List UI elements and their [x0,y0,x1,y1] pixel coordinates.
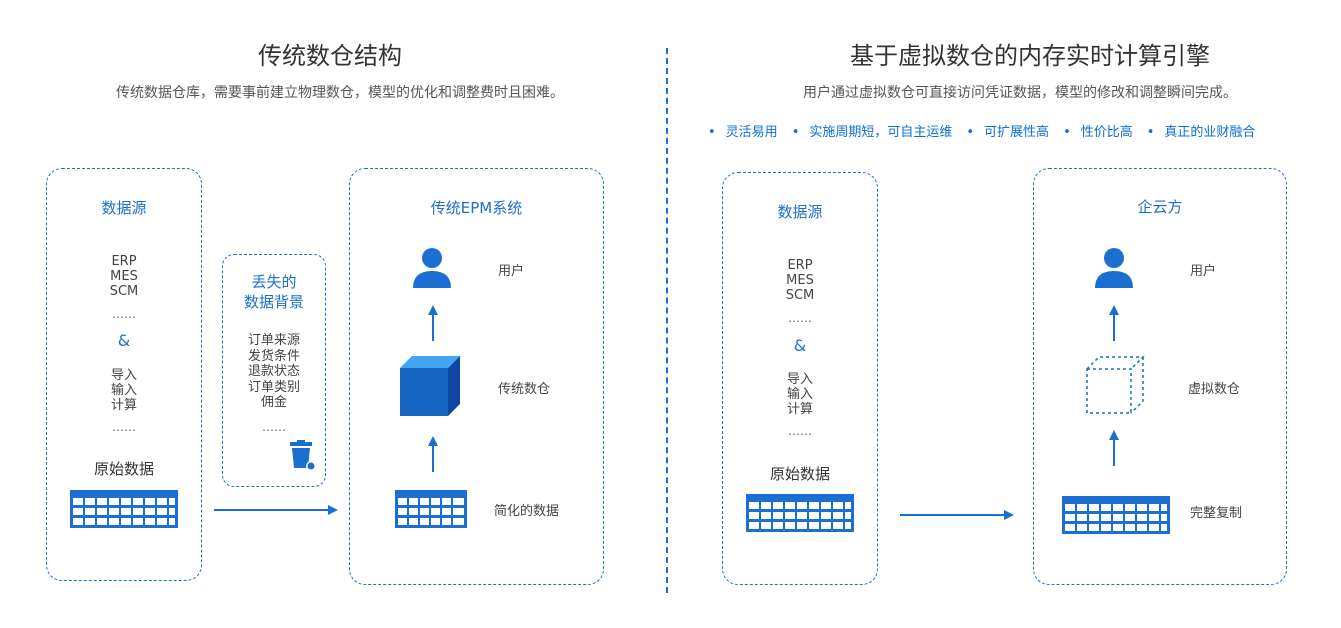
feature-item: •灵活易用 [708,125,778,140]
left-source-box [46,168,202,581]
lost-item: 佣金 [260,395,287,410]
system-item: SCM [109,284,139,299]
lost-item: 订单类别 [247,379,300,395]
ellipsis: …… [788,311,812,325]
arrow-up-icon [428,305,438,341]
epm-box [349,168,604,585]
lost-item: 发货条件 [247,348,300,364]
raw-data-label: 原始数据 [93,460,154,478]
trash-bin-icon [290,440,316,471]
system-item: ERP [111,254,137,269]
left-source-ops: 导入 输入 计算 [46,368,202,413]
op-item: 输入 [786,387,813,402]
op-item: 计算 [786,402,813,417]
feature-list: •灵活易用 •实施周期短，可自主运维 •可扩展性高 •性价比高 •真正的业财融合 [708,121,1255,140]
lost-item: 订单来源 [247,333,300,348]
right-source-ops: 导入 输入 计算 [722,372,878,417]
arrow-up-icon [1109,430,1119,466]
arrow-right-icon [900,510,1014,520]
grid-table-icon [70,490,178,528]
right-source-systems: ERP MES SCM [722,258,878,303]
ellipsis: …… [112,420,136,434]
feature-item: •可扩展性高 [966,125,1050,140]
lost-data-box [222,254,326,487]
section-divider [666,48,668,593]
cloud-title: 企云方 [1137,198,1183,216]
warehouse-label: 传统数仓 [498,382,551,397]
right-subtitle: 用户通过虚拟数仓可直接访问凭证数据，模型的修改和调整瞬间完成。 [803,85,1237,101]
op-item: 输入 [110,383,137,398]
grid-table-icon [746,494,854,532]
op-item: 计算 [110,398,137,413]
epm-title: 传统EPM系统 [430,199,523,217]
left-source-systems: ERP MES SCM [46,254,202,299]
user-label: 用户 [1190,264,1217,279]
system-item: MES [110,269,138,284]
right-title: 基于虚拟数仓的内存实时计算引擎 [850,42,1210,70]
op-item: 导入 [110,368,137,383]
lost-data-items: 订单来源 发货条件 退款状态 订单类别 佣金 [222,333,326,411]
feature-item: •实施周期短，可自主运维 [791,125,953,140]
full-copy-label: 完整复制 [1190,506,1243,521]
grid-table-icon [395,490,467,528]
feature-item: •真正的业财融合 [1146,125,1256,140]
dashed-cube-icon [1086,356,1145,414]
user-icon [413,248,451,288]
system-item: ERP [787,258,813,273]
ellipsis: …… [788,424,812,438]
lost-item: 退款状态 [247,364,300,379]
right-source-box [722,172,878,585]
system-item: SCM [785,288,815,303]
ellipsis: …… [262,420,286,434]
simplified-data-label: 简化的数据 [494,504,560,519]
ampersand: & [793,336,807,355]
lost-data-title: 丢失的 数据背景 [243,273,304,311]
cube-icon [400,356,460,416]
arrow-up-icon [1109,305,1119,341]
cloud-box [1033,168,1287,585]
ellipsis: …… [112,307,136,321]
op-item: 导入 [786,372,813,387]
arrow-up-icon [428,436,438,472]
left-source-title: 数据源 [101,199,147,217]
left-title: 传统数仓结构 [258,42,402,70]
grid-table-icon [1062,496,1170,534]
right-source-title: 数据源 [777,203,823,221]
virtual-warehouse-label: 虚拟数仓 [1188,382,1241,397]
ampersand: & [117,331,131,350]
user-label: 用户 [498,264,525,279]
feature-item: •性价比高 [1063,125,1133,140]
raw-data-label: 原始数据 [769,465,830,483]
left-subtitle: 传统数据仓库，需要事前建立物理数仓，模型的优化和调整费时且困难。 [116,85,564,101]
arrow-right-icon [214,505,338,515]
user-icon [1095,248,1133,288]
system-item: MES [786,273,814,288]
